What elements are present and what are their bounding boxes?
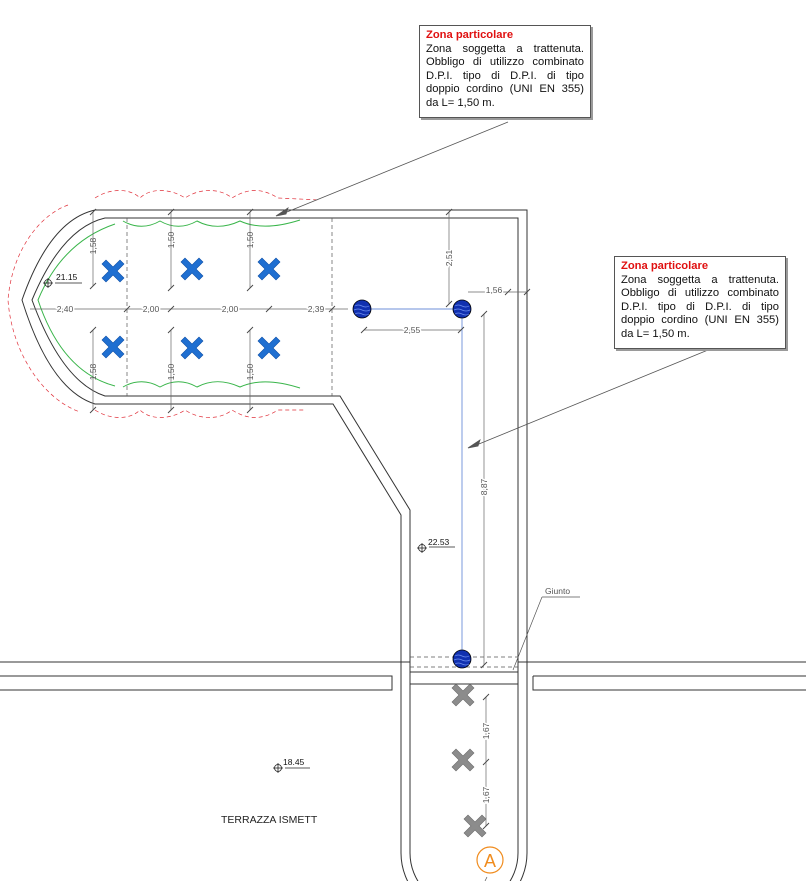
- anchor-x-icon: [257, 257, 281, 281]
- dim-167-a: 1,67: [481, 722, 491, 739]
- level-marker-2253: 22.53: [417, 537, 455, 553]
- giunto-label-group: Giunto: [512, 586, 580, 671]
- terrace-label: TERRAZZA ISMETT: [221, 814, 318, 826]
- anchor-x-grey-icon: [463, 814, 487, 838]
- dim-158-top: 1,58: [88, 237, 98, 254]
- callout-text: Zona soggetta a trattenuta. Obbligo di u…: [621, 273, 779, 340]
- anchor-x-blue-group: [101, 257, 281, 360]
- dim-156: 1,56: [486, 285, 503, 295]
- boundary-red-dashed: [7, 190, 321, 418]
- dim-255: 2,55: [404, 325, 421, 335]
- dim-239: 2,39: [308, 304, 325, 314]
- dimension-ticks: [89, 208, 531, 830]
- terminal-points: [352, 299, 472, 669]
- anchor-x-icon: [101, 259, 125, 283]
- level-2253-label: 22.53: [428, 537, 450, 547]
- callout-leaders: [275, 121, 709, 449]
- callout-title: Zona particolare: [426, 29, 514, 41]
- callout-zona-particolare-2: Zona particolare Zona soggetta a tratten…: [614, 256, 786, 349]
- level-1845-label: 18.45: [283, 757, 305, 767]
- dim-150-top-a: 1,50: [166, 231, 176, 248]
- callout-title: Zona particolare: [621, 260, 709, 272]
- dim-887: 8,87: [479, 478, 489, 495]
- terminal-point-icon: [452, 649, 472, 669]
- anchor-x-grey-group: [451, 683, 487, 838]
- dim-200-b: 2,00: [222, 304, 239, 314]
- dim-251: 2,51: [444, 249, 454, 266]
- partition-dashed-lines: [126, 218, 518, 668]
- level-marker-1845: 18.45: [273, 757, 310, 773]
- section-marker-a: A: [476, 846, 504, 881]
- section-marker-label: A: [484, 851, 496, 871]
- dim-150-bot-a: 1,50: [166, 363, 176, 380]
- dim-158-bot: 1,58: [88, 363, 98, 380]
- dimension-lines: [30, 212, 527, 826]
- anchor-x-icon: [257, 336, 281, 360]
- anchor-x-icon: [101, 335, 125, 359]
- callout-text: Zona soggetta a trattenuta. Obbligo di u…: [426, 42, 584, 109]
- anchor-x-icon: [180, 336, 204, 360]
- dim-167-b: 1,67: [481, 786, 491, 803]
- terminal-point-icon: [352, 299, 372, 319]
- level-marker-2115: 21.15: [43, 272, 82, 288]
- level-2115-label: 21.15: [56, 272, 78, 282]
- life-line: [362, 308, 463, 659]
- callout-zona-particolare-1: Zona particolare Zona soggetta a tratten…: [419, 25, 591, 118]
- roof-outline: [21, 209, 528, 881]
- anchor-x-grey-icon: [451, 748, 475, 772]
- guard-line-green: [37, 219, 301, 389]
- terrace-walls: [0, 661, 806, 691]
- giunto-label: Giunto: [545, 586, 570, 596]
- dim-150-top-b: 1,50: [245, 231, 255, 248]
- anchor-x-icon: [180, 257, 204, 281]
- dim-200-a: 2,00: [143, 304, 160, 314]
- dim-240: 2,40: [57, 304, 74, 314]
- anchor-x-grey-icon: [451, 683, 475, 707]
- terminal-point-icon: [452, 299, 472, 319]
- dim-150-bot-b: 1,50: [245, 363, 255, 380]
